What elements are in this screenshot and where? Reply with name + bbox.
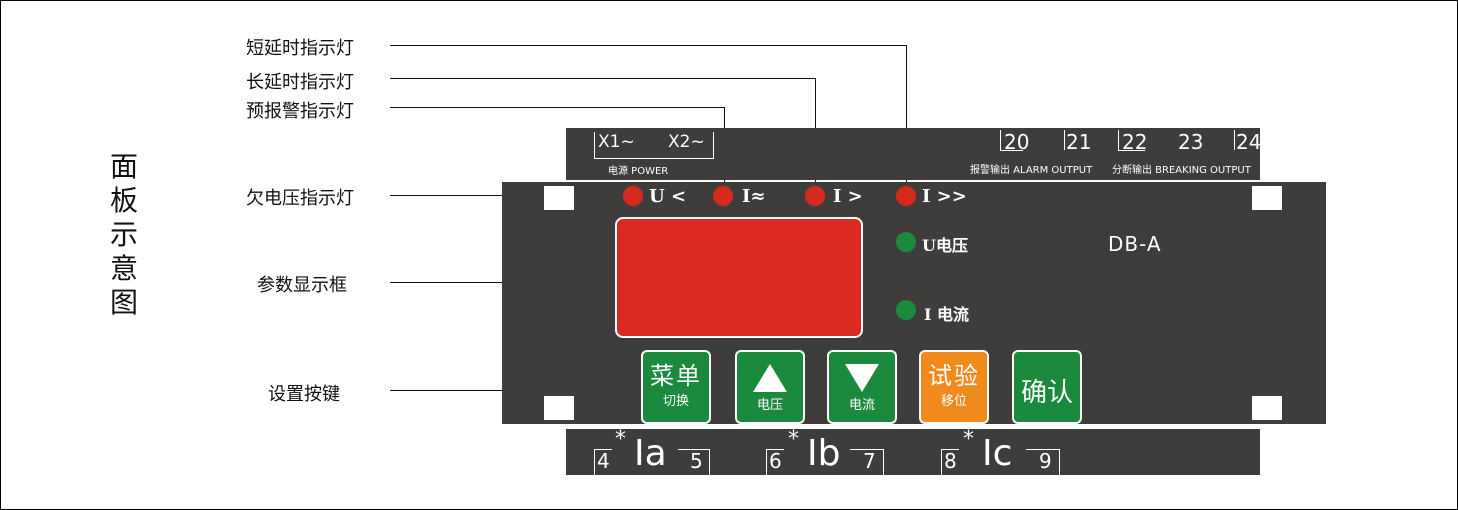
callout-display: 参数显示框 [257,275,347,296]
terminal-9: 9 [1039,449,1052,473]
terminal-8: 8 [944,449,957,473]
model-label: DB-A [1108,232,1162,256]
t6-bar [766,449,784,451]
current-led [896,300,916,320]
undervoltage-led [623,186,643,206]
callout-pre-alarm: 预报警指示灯 [246,101,354,122]
callout-undervoltage: 欠电压指示灯 [246,188,354,209]
leader-long-delay-h [390,78,816,79]
ic-label: Ic [982,433,1013,474]
test-button-label: 试验 [928,362,980,390]
t9-tick [1059,449,1061,475]
test-button-sublabel: 移位 [940,394,967,409]
terminal-24: 24 [1236,130,1262,154]
t9-bar [1026,449,1060,451]
mount-notch-bottom-right [1252,396,1282,420]
terminal-23: 23 [1178,130,1204,154]
callout-keys: 设置按键 [268,384,340,405]
mount-notch-bottom-left [544,396,574,420]
ib-label: Ib [807,433,841,474]
confirm-button[interactable]: 确认 [1012,350,1082,424]
callout-short-delay: 短延时指示灯 [246,38,354,59]
terminal-4: 4 [597,449,610,473]
down-button-label: 电流 [848,398,875,413]
mount-notch-top-right [1252,186,1282,210]
t20-bracket [1000,130,1023,151]
long-delay-led-label: I > [833,186,863,207]
t21-bracket [1040,130,1065,150]
pre-alarm-led [713,186,733,206]
t8-bar [941,449,959,451]
mount-notch-top-left [544,186,574,210]
ic-star: * [963,427,974,452]
test-button[interactable]: 试验 移位 [919,350,989,424]
callout-long-delay: 长延时指示灯 [246,72,354,93]
t4-tick [594,449,596,475]
power-bracket [594,132,714,159]
short-delay-led-label: I >> [922,186,967,207]
figure-title: 面 板 示 意 图 [109,150,138,319]
down-arrow-icon [845,364,879,392]
up-button-label: 电压 [756,398,783,413]
up-arrow-icon [753,364,787,392]
confirm-button-label: 确认 [1020,378,1073,408]
leader-short-delay-v [906,45,907,195]
terminal-6: 6 [769,449,782,473]
menu-button-sublabel: 切换 [662,394,689,409]
t5-tick [709,449,711,475]
t22-bracket [1118,130,1145,151]
undervoltage-led-label: U < [649,186,687,207]
voltage-led-label: U电压 [922,236,968,255]
t6-tick [766,449,768,475]
voltage-led [896,232,916,252]
breaking-output-label: 分断输出 BREAKING OUTPUT [1112,165,1251,176]
terminal-5: 5 [690,449,703,473]
t7-bar [850,449,884,451]
power-label: 电源 POWER [608,166,669,177]
ib-star: * [788,427,799,452]
terminal-22: 22 [1122,130,1148,154]
down-button[interactable]: 电流 [827,350,897,424]
x1-label: X1~ [598,132,635,152]
terminal-7: 7 [863,449,876,473]
ia-star: * [615,427,626,452]
x2-label: X2~ [668,132,705,152]
parameter-display [615,217,863,338]
ia-label: Ia [634,433,667,474]
short-delay-led [896,186,916,206]
t7-tick [883,449,885,475]
current-led-label: I 电流 [924,305,970,324]
leader-pre-alarm-h [390,107,725,108]
top-terminal-strip: X1~ X2~ 电源 POWER 20 21 报警输出 ALARM OUTPUT… [566,128,1262,180]
menu-button[interactable]: 菜单 切换 [641,350,711,424]
t24-bracket [1206,130,1235,150]
terminal-20: 20 [1004,130,1030,154]
pre-alarm-led-label: I≈ [742,186,766,207]
alarm-output-label: 报警输出 ALARM OUTPUT [970,165,1093,176]
leader-short-delay-h [390,45,907,46]
menu-button-label: 菜单 [650,362,702,390]
t4-bar [594,449,612,451]
terminal-21: 21 [1066,130,1092,154]
t8-tick [941,449,943,475]
bottom-terminal-strip: 4 * Ia 5 6 * Ib 7 8 * Ic 9 [566,427,1260,475]
up-button[interactable]: 电压 [735,350,805,424]
long-delay-led [805,186,825,206]
t5-bar [678,449,710,451]
